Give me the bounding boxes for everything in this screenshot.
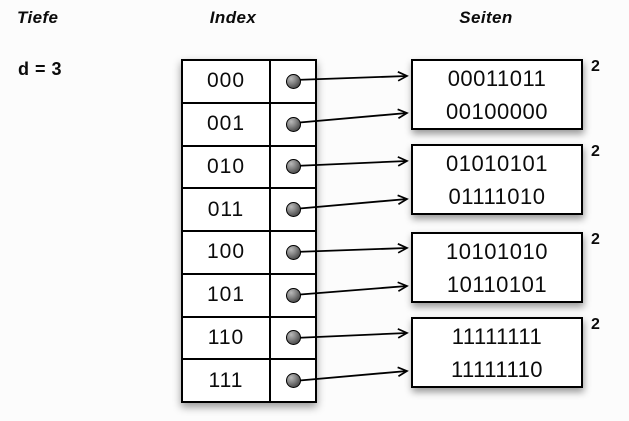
index-cell-label: 111 <box>183 360 271 401</box>
page-box-1: 00011011 00100000 <box>411 59 583 130</box>
index-cell-label: 100 <box>183 232 271 273</box>
index-cell-pointer <box>271 147 315 188</box>
index-cell-pointer <box>271 61 315 102</box>
page-value: 11111111 <box>451 323 543 349</box>
index-cell-label: 000 <box>183 61 271 102</box>
column-heading-index: Index <box>209 8 257 27</box>
page-value: 01111010 <box>448 183 546 209</box>
index-cell-pointer <box>271 189 315 230</box>
index-cell-label: 110 <box>183 317 271 359</box>
page-value: 00100000 <box>446 98 548 124</box>
page-value: 01010101 <box>446 150 548 176</box>
page-value: 10110101 <box>446 271 548 297</box>
page-box-4: 11111111 11111110 <box>411 317 583 388</box>
index-row: 110 <box>183 317 315 361</box>
page-value: 11111110 <box>450 356 544 382</box>
index-row: 000 <box>183 61 315 104</box>
page-value: 00011011 <box>447 65 547 91</box>
column-heading-tiefe: Tiefe <box>17 8 59 27</box>
index-row: 010 <box>183 146 315 190</box>
page-box-3: 10101010 10110101 <box>411 232 583 303</box>
index-cell-pointer <box>271 318 315 359</box>
index-cell-label: 101 <box>183 274 271 316</box>
pointer-dot-icon <box>285 330 301 346</box>
column-heading-seiten: Seiten <box>459 8 513 27</box>
index-row: 001 <box>183 103 315 147</box>
index-cell-pointer <box>271 232 315 273</box>
pointer-dot-icon <box>285 287 301 303</box>
pointer-dot-icon <box>285 373 301 389</box>
local-depth-page3: 2 <box>591 231 600 248</box>
local-depth-page1: 2 <box>591 58 600 75</box>
index-row: 101 <box>183 274 315 318</box>
index-row: 011 <box>183 189 315 232</box>
global-depth-value: d = 3 <box>18 59 63 79</box>
index-cell-label: 010 <box>183 146 271 188</box>
index-cell-label: 001 <box>183 103 271 145</box>
index-cell-pointer <box>271 275 315 316</box>
index-row: 100 <box>183 232 315 275</box>
index-row: 111 <box>183 360 315 401</box>
pointer-dot-icon <box>285 159 301 175</box>
index-cell-label: 011 <box>183 189 271 230</box>
local-depth-page4: 2 <box>591 316 600 333</box>
index-cell-pointer <box>271 360 315 401</box>
pointer-dot-icon <box>285 73 301 89</box>
page-box-2: 01010101 01111010 <box>411 144 583 215</box>
index-cell-pointer <box>271 104 315 145</box>
page-value: 10101010 <box>446 238 548 264</box>
index-table: 000 001 010 011 100 101 110 111 <box>181 59 317 403</box>
local-depth-page2: 2 <box>591 143 600 160</box>
pointer-dot-icon <box>285 116 301 132</box>
pointer-dot-icon <box>285 244 301 260</box>
pointer-dot-icon <box>285 202 301 218</box>
